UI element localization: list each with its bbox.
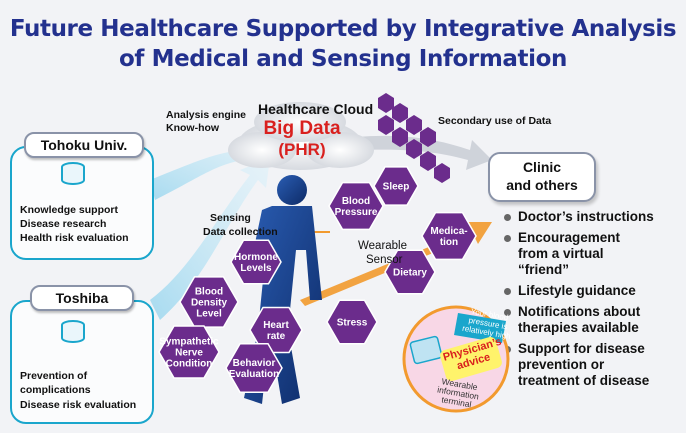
bullet-icon [504,214,511,221]
clinic-box: Clinic and others [488,152,596,202]
hex-label: Medica- [430,226,467,237]
wearable-terminal [402,305,510,413]
analysis-engine-label: Analysis engine [166,109,246,121]
clinic-service-item: Lifestyle guidance [504,283,682,299]
hex-label: Stress [337,318,368,329]
cloud-heading: Healthcare Cloud [258,101,374,117]
know-how-label: Know-how [166,122,220,134]
clinic-service-item: Doctor’s instructions [504,209,682,225]
hex-label: Evaluation [229,369,280,380]
hex-stress: Stress [326,299,378,345]
toshiba-item-2: complications [20,384,91,396]
hex-label: Pressure [335,207,378,218]
tohoku-item-2: Disease research [20,218,107,230]
hex-label: rate [267,331,286,342]
toshiba-panel [10,300,154,424]
hex-label: Density [191,298,228,309]
bullet-icon [504,235,511,242]
clinic-service-line: Doctor’s instructions [518,209,654,224]
secondary-use-label: Secondary use of Data [438,115,552,127]
cloud-big-data: Big Data [263,118,341,139]
clinic-service-line: Notifications about [518,304,641,319]
data-collection-label: Data collection [203,226,278,238]
clinic-line1: Clinic [522,159,562,175]
hex-label: Levels [240,263,272,274]
hex-label: Blood [195,287,223,298]
diagram-title-line2: of Medical and Sensing Information [118,46,568,72]
wearable-label: Wearable [358,240,408,252]
toshiba-item-1: Prevention of [20,370,88,382]
clinic-service-line: from a virtual [518,246,604,261]
bullet-icon [504,309,511,316]
hex-label: Nerve [175,348,203,359]
database-icon [61,162,85,185]
tohoku-item-1: Knowledge support [20,204,118,216]
hex-label: Hormone [234,252,278,263]
clinic-service-line: prevention or [518,357,605,372]
hex-label: Dietary [393,268,427,279]
toshiba-to-cloud-arrow [150,158,270,320]
hex-label: tion [440,237,458,248]
hex-label: Sympathetic [159,337,219,348]
bullet-icon [504,288,511,295]
diagram-title-line1: Future Healthcare Supported by Integrati… [9,16,677,42]
data-hex-chain [378,93,450,183]
clinic-service-line: Support for disease [518,341,645,356]
clinic-service-line: therapies available [518,320,639,335]
hex-label: Sleep [383,182,410,193]
hex-label: Level [196,309,222,320]
sensor-label: Sensor [366,254,403,266]
clinic-service-line: Lifestyle guidance [518,283,636,298]
sensing-label: Sensing [210,212,251,224]
clinic-service-line: treatment of disease [518,373,650,388]
database-icon [61,320,85,343]
hex-label: Blood [342,196,370,207]
clinic-service-line: Encouragement [518,230,621,245]
toshiba-item-3: Disease risk evaluation [20,399,137,411]
hex-dietary: Dietary [384,249,436,295]
hex-sleep: Sleep [373,166,419,206]
clinic-line2: and others [506,177,578,193]
tohoku-item-3: Health risk evaluation [20,232,129,244]
hex-medication: Medica-tion [421,211,477,261]
cloud-phr: (PHR) [278,140,326,159]
toshiba-label: Toshiba [30,285,134,311]
hex-label: Behavior [233,358,276,369]
hex-label: Condition [166,359,213,370]
clinic-service-line: “friend” [518,262,570,277]
tohoku-label: Tohoku Univ. [24,132,144,158]
healthcare-cloud [228,102,374,170]
hex-label: Heart [263,320,289,331]
